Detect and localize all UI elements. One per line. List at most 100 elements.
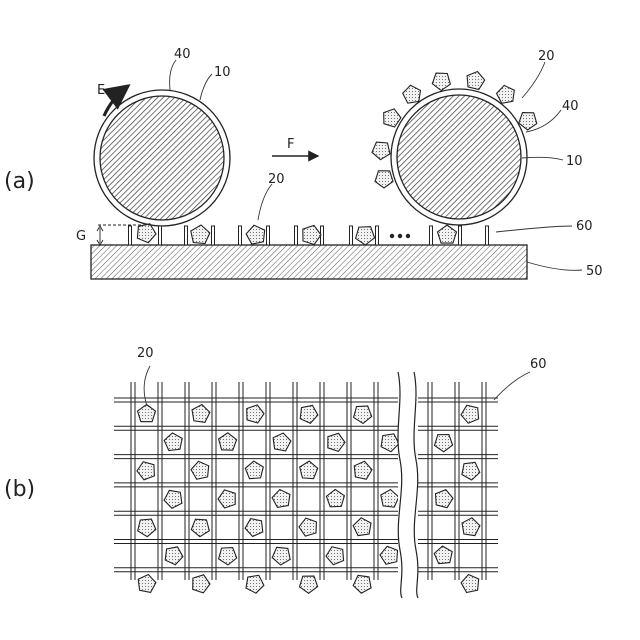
coating-left-label: 40 — [174, 47, 191, 62]
particle — [138, 575, 156, 593]
mesh-post — [295, 226, 298, 245]
particle — [299, 518, 316, 536]
particle — [138, 405, 156, 422]
base-plate — [91, 245, 527, 279]
right-roller — [391, 89, 527, 225]
mesh-post — [376, 226, 379, 245]
particle — [273, 433, 291, 451]
particle — [438, 225, 457, 243]
part-b-label: (b) — [4, 477, 35, 502]
mesh-b-label: 60 — [530, 357, 547, 372]
part-a-diagram: (a) E 40 10 F 20 40 10 50 — [4, 47, 603, 279]
coating-right-label: 40 — [562, 99, 579, 114]
particle — [191, 461, 209, 479]
base-label: 50 — [586, 264, 603, 279]
mesh-a-label: 60 — [576, 219, 593, 234]
particle — [354, 406, 372, 424]
particle — [353, 575, 371, 593]
particle — [436, 490, 454, 508]
leader-particle-b — [144, 366, 150, 406]
mesh-post — [350, 226, 353, 245]
particle — [384, 109, 401, 127]
particle — [165, 547, 183, 565]
roller-left-label: 10 — [214, 65, 231, 80]
particle — [192, 405, 210, 423]
mesh-post — [267, 226, 270, 245]
particle — [300, 576, 318, 593]
part-a-label: (a) — [4, 169, 35, 194]
particle — [381, 434, 399, 452]
particle — [380, 546, 398, 564]
particle — [246, 575, 264, 593]
particle — [164, 490, 182, 508]
leader-particle-a — [258, 184, 272, 220]
particle — [219, 548, 237, 565]
particle — [303, 225, 321, 244]
particle — [467, 72, 485, 90]
particle — [300, 461, 318, 479]
mesh-post — [430, 226, 433, 245]
particle — [354, 461, 372, 479]
particle — [353, 518, 371, 536]
particle — [164, 433, 182, 451]
particle — [519, 113, 537, 130]
left-roller-core — [100, 96, 224, 220]
roller-right-label: 10 — [566, 154, 583, 169]
particle — [137, 462, 154, 480]
particle — [246, 225, 265, 244]
rotation-label-e: E — [97, 83, 105, 98]
particle — [193, 575, 210, 593]
particle — [245, 461, 263, 479]
particle — [191, 519, 209, 537]
particle — [137, 224, 156, 243]
particle-b-label: 20 — [137, 346, 154, 361]
particle — [328, 433, 345, 451]
particle — [326, 489, 344, 506]
particle — [326, 547, 344, 565]
particle — [461, 575, 479, 593]
mesh-post — [212, 226, 215, 245]
particle — [218, 490, 235, 508]
leader-base — [527, 262, 582, 270]
particle — [403, 85, 421, 103]
feed-label-f: F — [287, 137, 294, 152]
particle — [434, 546, 452, 564]
leader-roller-left — [200, 74, 212, 100]
mesh-post — [239, 226, 242, 245]
particle — [138, 519, 156, 537]
particle — [272, 547, 290, 565]
left-roller — [94, 90, 230, 226]
particle — [462, 462, 480, 480]
particle — [247, 405, 264, 423]
leader-particles-right — [522, 62, 545, 98]
particle — [245, 519, 263, 537]
particle — [300, 405, 318, 423]
particle-a-label: 20 — [268, 172, 285, 187]
mesh-post — [486, 226, 489, 245]
particles-right-label: 20 — [538, 49, 555, 64]
right-roller-core — [397, 95, 521, 219]
mesh-post — [159, 226, 162, 245]
particle — [372, 142, 390, 160]
particle — [381, 490, 399, 508]
mesh-post — [459, 226, 462, 245]
particle — [272, 490, 290, 508]
particle — [461, 405, 479, 423]
particle — [191, 225, 210, 244]
part-b-diagram: (b) 20 60 — [4, 346, 547, 598]
particle — [432, 73, 450, 90]
particle — [356, 227, 375, 245]
leader-mesh-b — [494, 372, 530, 400]
mesh-post — [185, 226, 188, 245]
particle — [375, 171, 393, 188]
leader-mesh-a — [496, 226, 572, 232]
particle — [462, 518, 480, 536]
particle — [219, 433, 237, 450]
leader-roller-right — [522, 157, 563, 160]
continuation-dots — [390, 234, 410, 238]
mesh-post — [129, 226, 132, 245]
leader-coating-left — [170, 60, 176, 90]
particle — [435, 435, 453, 452]
particle — [497, 85, 515, 103]
